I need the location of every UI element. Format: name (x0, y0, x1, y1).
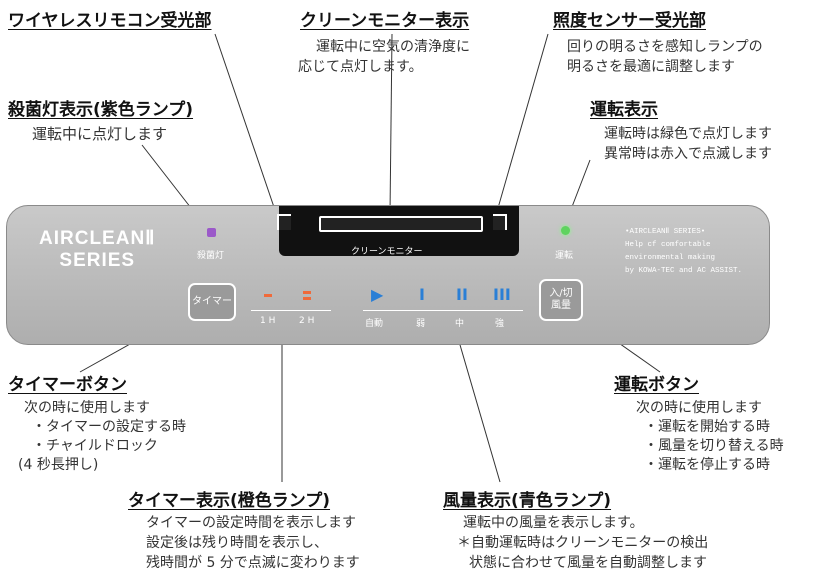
run-button-annotation: 運転ボタン 次の時に使用します ・運転を開始する時 ・風量を切り替える時 ・運転… (614, 370, 784, 475)
run-button-title: 運転ボタン (614, 375, 699, 395)
remote-receiver-window (277, 214, 291, 230)
clean-monitor-desc-1: 運転中に空気の清浄度に (316, 39, 470, 55)
fan-mid-label: 中 (455, 319, 465, 329)
timer-display-desc-3: 残時間が 5 分で点滅に変わります (146, 555, 360, 571)
brand-line-1: AIRCLEANⅡ (39, 228, 156, 249)
sterilize-label: 殺菌灯 (197, 251, 225, 261)
fan-auto-lamp: ▶ (371, 285, 384, 304)
fan-divider (363, 310, 523, 311)
illuminance-sensor-title: 照度センサー受光部 (553, 11, 706, 31)
timer-display-desc-2: 設定後は残り時間を表示し、 (146, 535, 328, 551)
illuminance-sensor-window (493, 214, 507, 230)
run-display-desc-2: 異常時は赤入で点滅します (604, 146, 772, 162)
clean-monitor-label: クリーンモニター (351, 247, 423, 257)
timer-button-label: タイマー (192, 296, 232, 307)
info-line-1: •AIRCLEANⅡ SERIES• (625, 228, 706, 236)
run-display-desc-1: 運転時は緑色で点灯します (604, 126, 772, 142)
illuminance-desc-1: 回りの明るさを感知しランプの (567, 39, 763, 55)
run-display-title: 運転表示 (590, 100, 658, 120)
clean-monitor-window (319, 216, 483, 232)
sterilize-desc-1: 運転中に点灯します (32, 125, 168, 143)
fan-auto-label: 自動 (365, 319, 384, 329)
timer-2h-label: 2 H (299, 316, 315, 326)
clean-monitor-desc-2: 応じて点灯します。 (298, 59, 423, 75)
fan-display-annotation: 風量表示(青色ランプ) 運転中の風量を表示します。 ＊自動運転時はクリーンモニタ… (443, 486, 708, 573)
brand-logo: AIRCLEANⅡ SERIES (39, 228, 156, 272)
run-button-desc-2: ・運転を開始する時 (644, 419, 770, 435)
fan-high-lamp: III (493, 285, 511, 304)
run-label: 運転 (555, 251, 574, 261)
sterilize-lamp (207, 228, 216, 237)
timer-button-title: タイマーボタン (8, 375, 127, 395)
sterilize-annotation: 殺菌灯表示(紫色ランプ) 運転中に点灯します (8, 95, 193, 144)
clean-monitor-title: クリーンモニター表示 (300, 11, 470, 31)
run-button-label-2: 風量 (551, 300, 571, 311)
info-line-3: environmental making (625, 254, 716, 262)
brand-line-2: SERIES (59, 250, 136, 271)
illuminance-sensor-annotation: 照度センサー受光部 回りの明るさを感知しランプの 明るさを最適に調整します (553, 6, 763, 77)
fan-display-desc-1: 運転中の風量を表示します。 (463, 515, 644, 531)
timer-2h-lamp-top (303, 291, 311, 294)
timer-button-annotation: タイマーボタン 次の時に使用します ・タイマーの設定する時 ・チャイルドロック … (8, 370, 186, 475)
timer-display-desc-1: タイマーの設定時間を表示します (146, 515, 356, 531)
timer-display-annotation: タイマー表示(橙色ランプ) タイマーの設定時間を表示します 設定後は残り時間を表… (128, 486, 360, 573)
clean-monitor-annotation: クリーンモニター表示 運転中に空気の清浄度に 応じて点灯します。 (298, 6, 470, 77)
control-panel: クリーンモニター AIRCLEANⅡ SERIES 殺菌灯 運転 •AIRCLE… (6, 205, 770, 345)
fan-low-lamp: I (419, 285, 425, 304)
timer-button[interactable]: タイマー (188, 283, 236, 321)
run-lamp (561, 226, 570, 235)
timer-button-desc-4: (4 秒長押し) (18, 457, 99, 473)
fan-high-label: 強 (495, 319, 505, 329)
fan-mid-lamp: II (456, 285, 468, 304)
sterilize-title: 殺菌灯表示(紫色ランプ) (8, 100, 194, 120)
timer-1h-label: 1 H (260, 316, 276, 326)
series-info: •AIRCLEANⅡ SERIES• Help cf comfortable e… (625, 226, 742, 278)
wireless-receiver-title: ワイヤレスリモコン受光部 (8, 11, 212, 31)
timer-display-title: タイマー表示(橙色ランプ) (128, 491, 331, 511)
info-line-2: Help cf comfortable (625, 241, 711, 249)
run-button-label-1: 入/切 (549, 288, 573, 299)
run-display-annotation: 運転表示 運転時は緑色で点灯します 異常時は赤入で点滅します (590, 95, 772, 164)
wireless-receiver-annotation: ワイヤレスリモコン受光部 (8, 6, 212, 31)
timer-2h-lamp-bottom (303, 297, 311, 300)
run-button[interactable]: 入/切 風量 (539, 279, 583, 321)
timer-divider (251, 310, 331, 311)
timer-button-desc-1: 次の時に使用します (24, 400, 150, 416)
fan-low-label: 弱 (416, 319, 426, 329)
illuminance-desc-2: 明るさを最適に調整します (567, 59, 735, 75)
timer-button-desc-2: ・タイマーの設定する時 (32, 419, 186, 435)
fan-display-title: 風量表示(青色ランプ) (443, 491, 612, 511)
timer-button-desc-3: ・チャイルドロック (32, 438, 158, 454)
fan-display-desc-2: ＊自動運転時はクリーンモニターの検出 (457, 535, 709, 551)
fan-display-desc-3: 状態に合わせて風量を自動調整します (469, 555, 707, 571)
run-button-desc-4: ・運転を停止する時 (644, 457, 770, 473)
run-button-desc-3: ・風量を切り替える時 (644, 438, 784, 454)
info-line-4: by KOWA-TEC and AC ASSIST. (625, 267, 743, 275)
timer-1h-lamp (264, 294, 272, 297)
run-button-desc-1: 次の時に使用します (636, 400, 762, 416)
